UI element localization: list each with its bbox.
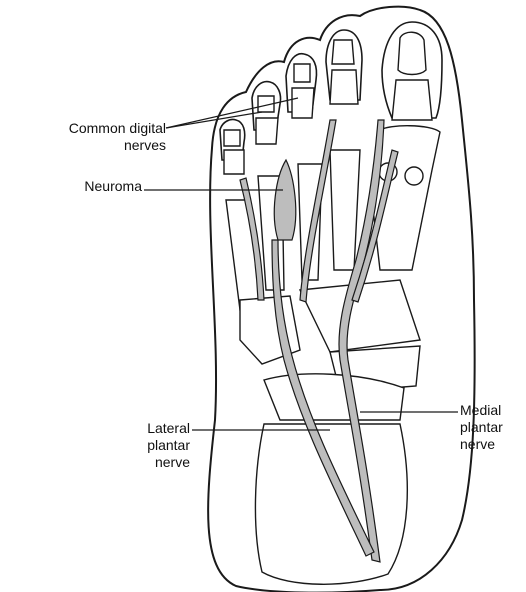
label-line: nerve — [112, 454, 190, 471]
label-line: Medial — [460, 402, 520, 419]
toe-4-proximal-phalanx — [256, 118, 278, 144]
toe-2-proximal-phalanx — [330, 70, 358, 104]
hallux-distal-phalanx — [398, 32, 426, 74]
toe-5-distal-phalanx — [224, 130, 240, 146]
calcaneus — [255, 424, 407, 584]
toe-2-distal-phalanx — [332, 40, 354, 64]
toe-3-distal-phalanx — [294, 64, 310, 82]
label-line: nerve — [460, 436, 520, 453]
label-common-digital-nerves: Common digital nerves — [8, 120, 166, 154]
label-medial-plantar-nerve: Medial plantar nerve — [460, 402, 520, 453]
leader-common-digital-a — [166, 112, 262, 128]
toe-3-proximal-phalanx — [292, 88, 314, 118]
second-metatarsal — [330, 150, 360, 270]
toe-5-proximal-phalanx — [224, 150, 244, 174]
label-line: plantar — [460, 419, 520, 436]
label-line: nerves — [8, 137, 166, 154]
label-lateral-plantar-nerve: Lateral plantar nerve — [112, 420, 190, 471]
sesamoid-lateral — [405, 167, 423, 185]
bones — [224, 32, 440, 584]
neuroma — [274, 160, 295, 240]
label-line: plantar — [112, 437, 190, 454]
label-line: Lateral — [112, 420, 190, 437]
label-neuroma: Neuroma — [50, 178, 142, 195]
hallux-proximal-phalanx — [392, 80, 432, 120]
label-line: Neuroma — [50, 178, 142, 195]
label-line: Common digital — [8, 120, 166, 137]
